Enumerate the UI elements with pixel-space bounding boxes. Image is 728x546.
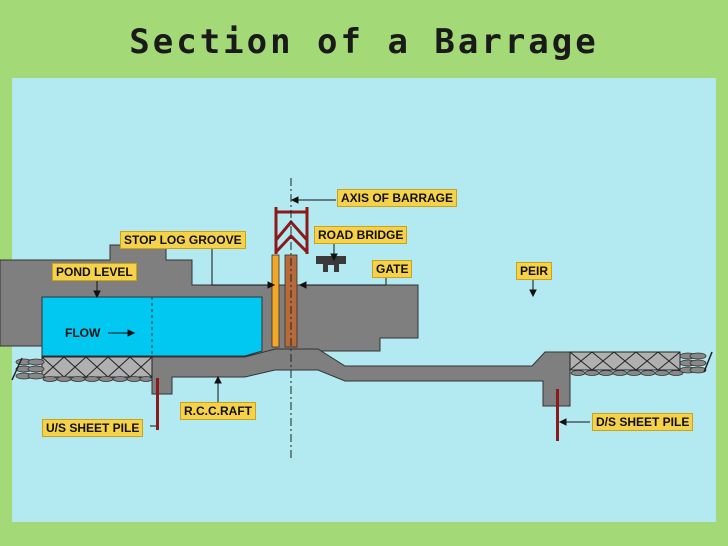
label-flow: FLOW: [62, 325, 104, 341]
us-sheet-pile: [156, 378, 159, 430]
downstream-blocks: [569, 351, 681, 371]
downstream-stones: [570, 352, 707, 376]
label-road-bridge: ROAD BRIDGE: [314, 226, 408, 244]
label-peir: PEIR: [516, 262, 553, 280]
label-axis-of-barrage: AXIS OF BARRAGE: [337, 189, 458, 207]
upstream-blocks: [41, 356, 153, 378]
label-us-sheet-pile: U/S SHEET PILE: [42, 419, 144, 437]
ds-sheet-pile: [556, 389, 559, 441]
downstream-edge-line: [703, 351, 713, 373]
upstream-edge-line: [11, 357, 23, 381]
label-pond-level: POND LEVEL: [52, 263, 137, 281]
label-gate: GATE: [372, 260, 413, 278]
label-ds-sheet-pile: D/S SHEET PILE: [592, 413, 694, 431]
gate-orange: [271, 254, 280, 348]
upstream-stones: [15, 358, 153, 382]
road-bridge-shape: [316, 256, 346, 272]
label-rcc-raft: R.C.C.RAFT: [180, 402, 256, 420]
page-title: Section of a Barrage: [129, 22, 599, 62]
pond-water: [41, 296, 263, 357]
rcc-raft: [151, 348, 571, 407]
label-stop-log-groove: STOP LOG GROOVE: [120, 231, 246, 249]
